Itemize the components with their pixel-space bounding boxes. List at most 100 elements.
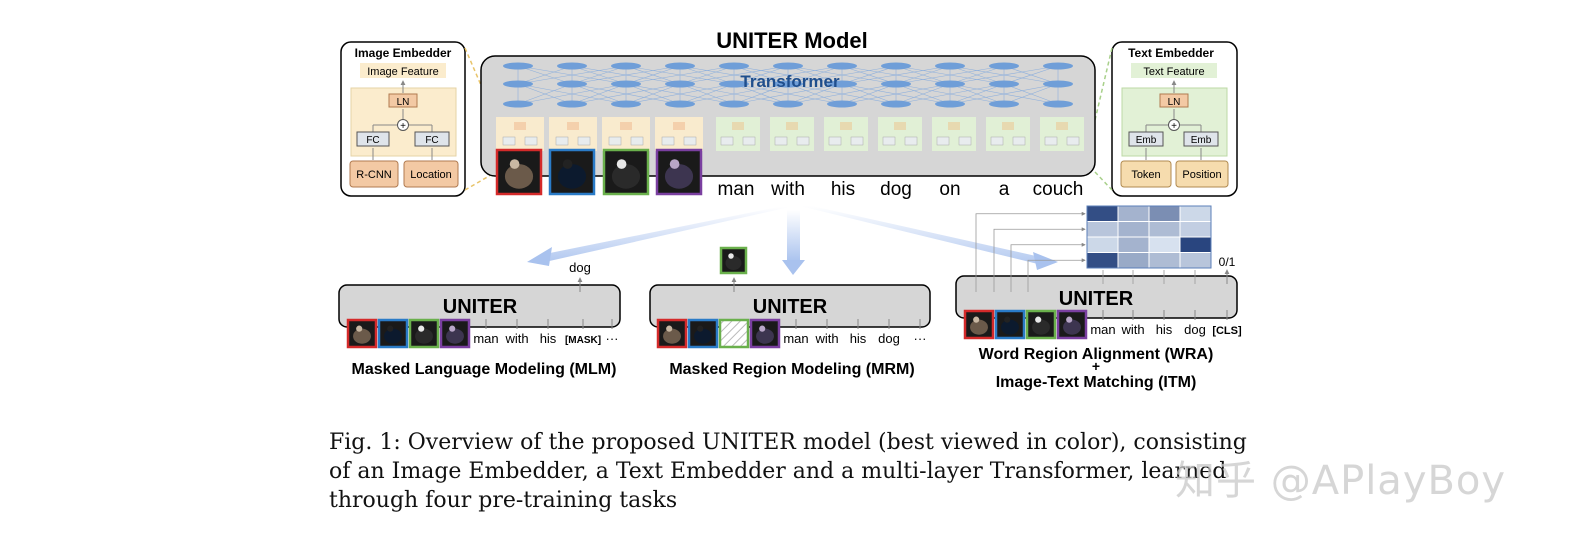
transformer-attention-net bbox=[503, 62, 1073, 108]
text-embedder-title: Text Embedder bbox=[1128, 46, 1214, 60]
token-text: his bbox=[831, 179, 855, 200]
alignment-link bbox=[993, 227, 1086, 292]
token-text: [MASK] bbox=[565, 335, 601, 346]
alignment-link bbox=[1027, 258, 1086, 292]
itm-output: 0/1 bbox=[1219, 255, 1236, 269]
embedding-ln-cell bbox=[732, 122, 744, 130]
matrix-cell bbox=[1179, 236, 1212, 253]
embedding-sub-cell bbox=[683, 136, 697, 146]
region-thumbnail bbox=[749, 318, 781, 349]
alignment-link bbox=[975, 211, 1086, 292]
matrix-cell bbox=[1148, 252, 1181, 269]
region-thumbnail bbox=[602, 148, 650, 196]
text-embedder: Text Embedder Text Feature LN + Emb Emb … bbox=[1111, 41, 1238, 197]
attention-edge bbox=[841, 65, 897, 85]
embedding-ln-cell bbox=[673, 122, 685, 130]
attention-edge bbox=[733, 65, 789, 85]
embedding-sub-cell bbox=[742, 136, 756, 146]
attention-edge bbox=[841, 65, 951, 85]
wra-model-label: UNITER bbox=[1059, 288, 1134, 310]
token-text: with bbox=[504, 331, 528, 346]
attention-edge bbox=[841, 83, 897, 105]
token-text: his bbox=[850, 331, 867, 346]
matrix-cell bbox=[1179, 252, 1212, 269]
embedding-sub-cell bbox=[577, 136, 591, 146]
attention-edge bbox=[1003, 65, 1059, 85]
region-thumbnail bbox=[408, 318, 440, 349]
token-text: with bbox=[770, 179, 805, 200]
attention-edge bbox=[679, 65, 789, 85]
region-thumbnail bbox=[656, 318, 688, 349]
alignment-matrix bbox=[1086, 205, 1212, 269]
embedding-ln-cell bbox=[620, 122, 632, 130]
text-feature-label: Text Feature bbox=[1143, 66, 1204, 78]
image-feature-label: Image Feature bbox=[367, 66, 439, 78]
text-ln: LN bbox=[1168, 97, 1181, 108]
transformer-node bbox=[719, 80, 749, 88]
location-label: Location bbox=[410, 169, 452, 181]
embedding-sub-cell bbox=[1012, 136, 1026, 146]
attention-edge bbox=[895, 65, 1005, 85]
embedding-ln-cell bbox=[1002, 122, 1014, 130]
attention-edge bbox=[733, 83, 789, 105]
transformer-node bbox=[773, 80, 803, 88]
matrix-cell bbox=[1179, 205, 1212, 222]
embedding-sub-cell bbox=[850, 136, 864, 146]
attention-edge bbox=[571, 65, 627, 85]
region-thumbnail bbox=[346, 318, 378, 349]
mrm-region-thumbnails bbox=[656, 318, 781, 349]
embedding-sub-cell bbox=[1044, 136, 1058, 146]
matrix-cell bbox=[1179, 221, 1212, 238]
transformer-node bbox=[503, 80, 533, 88]
transformer-node bbox=[665, 62, 695, 70]
transformer-node bbox=[989, 62, 1019, 70]
attention-edge bbox=[517, 83, 573, 105]
token-text: man bbox=[718, 179, 755, 200]
attention-edge bbox=[949, 83, 1059, 105]
mrm-model-label: UNITER bbox=[753, 296, 828, 318]
wra-task-label: Word Region Alignment (WRA) bbox=[979, 346, 1214, 363]
image-embedder: Image Embedder Image Feature LN + FC FC … bbox=[340, 41, 466, 197]
attention-edge bbox=[949, 65, 1005, 85]
transformer-node bbox=[611, 62, 641, 70]
matrix-cell bbox=[1148, 205, 1181, 222]
token-text: a bbox=[999, 179, 1010, 200]
alignment-links bbox=[975, 211, 1230, 292]
attention-edge bbox=[949, 83, 1005, 105]
attention-edge bbox=[787, 83, 897, 105]
attention-edge bbox=[787, 65, 843, 85]
region-thumbnail bbox=[963, 309, 995, 340]
matrix-cell bbox=[1086, 221, 1119, 238]
attention-edge bbox=[625, 83, 681, 105]
transformer-node bbox=[935, 80, 965, 88]
region-thumbnail bbox=[719, 246, 748, 275]
token-text: man bbox=[1090, 322, 1115, 337]
embedding-sub-cell bbox=[502, 136, 516, 146]
attention-edge bbox=[895, 83, 1005, 105]
transformer-block: Transformer bbox=[480, 55, 1096, 177]
matrix-cell bbox=[1086, 205, 1119, 222]
attention-edge bbox=[787, 83, 843, 105]
token-text: his bbox=[1156, 322, 1173, 337]
uniter-figure: UNITER Model Image Embedder Image Featur… bbox=[338, 28, 1242, 391]
embedding-sub-cell bbox=[1066, 136, 1080, 146]
attention-edge bbox=[787, 65, 897, 85]
matrix-cell bbox=[1086, 252, 1119, 269]
attention-edge bbox=[517, 65, 627, 85]
text-emb-right: Emb bbox=[1191, 135, 1212, 146]
watermark: 知乎 @APlayBoy bbox=[1175, 458, 1507, 504]
attention-edge bbox=[625, 65, 735, 85]
embedding-sub-cell bbox=[882, 136, 896, 146]
transformer-node bbox=[827, 100, 857, 108]
svg-text:+: + bbox=[400, 121, 406, 132]
transformer-node bbox=[665, 100, 695, 108]
attention-edge bbox=[895, 65, 951, 85]
embedding-sub-cell bbox=[774, 136, 788, 146]
attention-edge bbox=[949, 65, 1059, 85]
